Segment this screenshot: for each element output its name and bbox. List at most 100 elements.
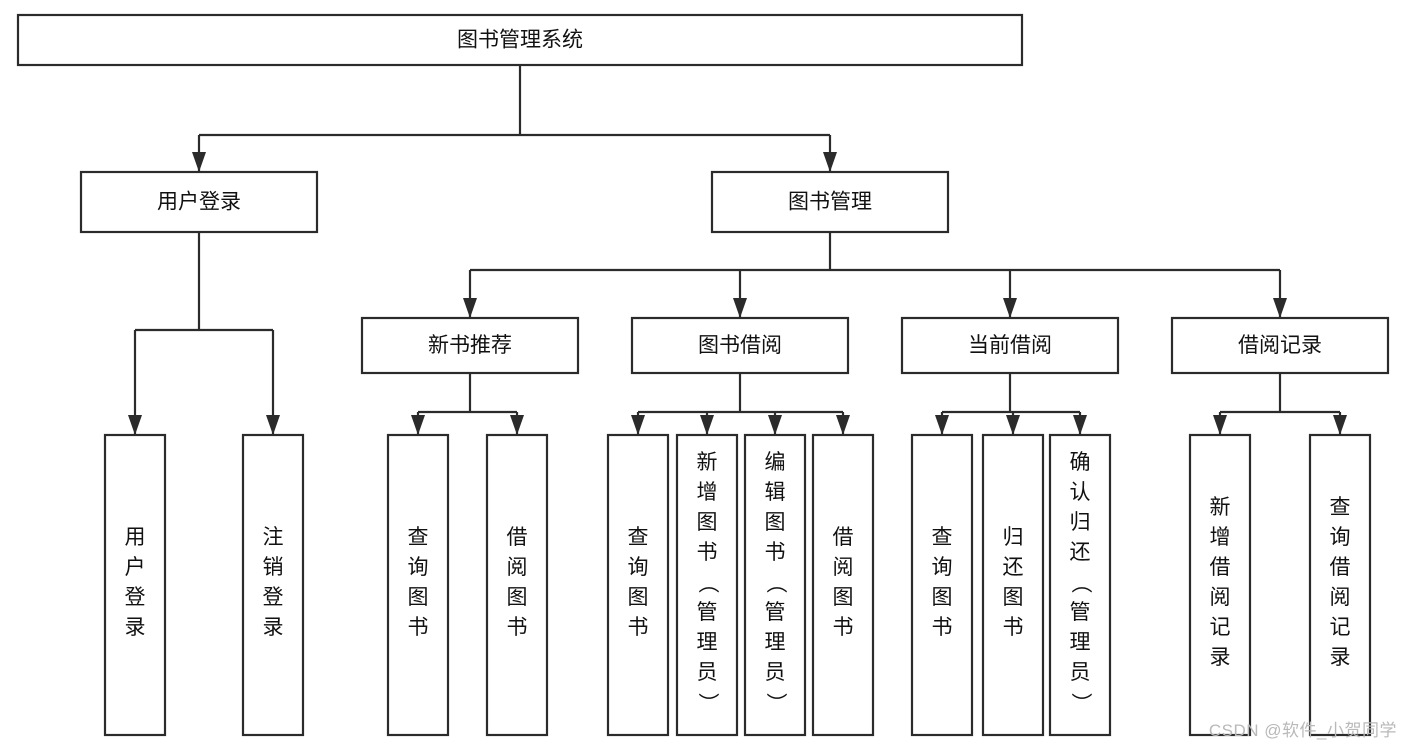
node-label-char: ）	[1069, 693, 1092, 714]
node-level3-2[interactable]: 当前借阅	[900, 316, 1120, 375]
arrow-head-icon	[935, 415, 949, 435]
node-box[interactable]	[241, 433, 305, 737]
csdn-watermark: CSDN @软件_小贺同学	[1208, 721, 1397, 740]
node-box[interactable]	[675, 433, 739, 737]
node-label-char: ）	[696, 693, 719, 714]
arrow-head-icon	[733, 298, 747, 318]
node-label: 当前借阅	[968, 334, 1052, 357]
arrow-head-icon	[463, 298, 477, 318]
arrow-head-icon	[411, 415, 425, 435]
node-label-char: 询	[1330, 526, 1351, 549]
node-level3-1[interactable]: 图书借阅	[630, 316, 850, 375]
node-box[interactable]	[360, 316, 580, 375]
node-box[interactable]	[1048, 433, 1112, 737]
node-level2-1[interactable]: 图书管理	[710, 170, 950, 234]
node-label-char: 归	[1070, 511, 1091, 534]
node-label-char: 辑	[765, 481, 786, 504]
node-label-char: 图	[765, 511, 786, 534]
node-label-char: 借	[1210, 556, 1231, 579]
node-leaf-0[interactable]: 用户登录	[103, 433, 167, 737]
node-box[interactable]	[811, 433, 875, 737]
node-level2-0[interactable]: 用户登录	[79, 170, 319, 234]
node-label-char: 增	[1210, 526, 1231, 549]
node-label-char: 记	[1330, 616, 1351, 639]
node-box[interactable]	[1188, 433, 1252, 737]
node-label-char: 借	[1330, 556, 1351, 579]
node-label-char: 理	[765, 631, 786, 654]
node-label-char: 用	[125, 526, 146, 549]
node-label-char: 管	[697, 601, 718, 624]
node-box[interactable]	[485, 433, 549, 737]
arrow-head-icon	[1333, 415, 1347, 435]
node-label-char: 借	[507, 526, 528, 549]
arrow-head-icon	[1273, 298, 1287, 318]
node-label-char: 书	[765, 541, 786, 564]
node-level3-3[interactable]: 借阅记录	[1170, 316, 1390, 375]
nodes-layer: 图书管理系统用户登录图书管理新书推荐图书借阅当前借阅借阅记录用户登录注销登录查询…	[16, 13, 1390, 737]
node-label-char: 阅	[507, 556, 528, 579]
node-label-char: 书	[507, 616, 528, 639]
node-label-char: 阅	[833, 556, 854, 579]
node-box[interactable]	[630, 316, 850, 375]
arrow-head-icon	[510, 415, 524, 435]
node-label-char: 注	[263, 526, 284, 549]
node-label-char: （	[696, 573, 719, 594]
node-label-char: 书	[932, 616, 953, 639]
node-box[interactable]	[79, 170, 319, 234]
arrow-head-icon	[1213, 415, 1227, 435]
node-label-char: 新	[1210, 496, 1231, 519]
node-label-char: 管	[1070, 601, 1091, 624]
node-label-char: 员	[765, 661, 786, 684]
node-box[interactable]	[16, 13, 1024, 67]
node-label-char: 登	[263, 586, 284, 609]
node-label-char: 阅	[1330, 586, 1351, 609]
node-label-char: 还	[1070, 541, 1091, 564]
node-box[interactable]	[386, 433, 450, 737]
node-level3-0[interactable]: 新书推荐	[360, 316, 580, 375]
arrow-head-icon	[1073, 415, 1087, 435]
arrow-head-icon	[1003, 298, 1017, 318]
node-label-char: 查	[932, 526, 953, 549]
node-label-char: 书	[697, 541, 718, 564]
node-box[interactable]	[1170, 316, 1390, 375]
node-box[interactable]	[606, 433, 670, 737]
node-label-char: 归	[1003, 526, 1024, 549]
arrow-head-icon	[836, 415, 850, 435]
node-box[interactable]	[981, 433, 1045, 737]
node-label-char: 图	[628, 586, 649, 609]
node-label-char: 确	[1070, 451, 1091, 474]
arrow-head-icon	[700, 415, 714, 435]
node-label-char: 图	[833, 586, 854, 609]
node-label-char: 理	[697, 631, 718, 654]
node-box[interactable]	[103, 433, 167, 737]
node-box[interactable]	[710, 170, 950, 234]
node-label-char: 查	[408, 526, 429, 549]
connectors-layer	[128, 65, 1347, 435]
arrow-head-icon	[266, 415, 280, 435]
node-label-char: 询	[628, 556, 649, 579]
node-label: 用户登录	[157, 191, 241, 214]
node-label-char: 新	[697, 451, 718, 474]
arrow-head-icon	[128, 415, 142, 435]
node-label-char: 员	[1070, 661, 1091, 684]
node-box[interactable]	[1308, 433, 1372, 737]
node-box[interactable]	[743, 433, 807, 737]
arrow-head-icon	[768, 415, 782, 435]
node-label-char: 录	[1330, 646, 1351, 669]
node-box[interactable]	[910, 433, 974, 737]
node-box[interactable]	[900, 316, 1120, 375]
node-root-0[interactable]: 图书管理系统	[16, 13, 1024, 67]
